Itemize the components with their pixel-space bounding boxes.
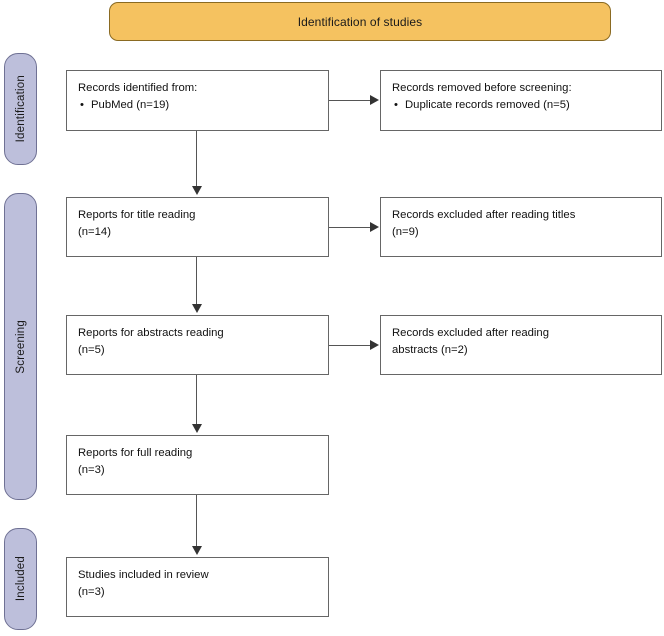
box-line-count: (n=14) (78, 226, 111, 238)
arrowhead-down-icon (192, 304, 202, 313)
box-reports-title-reading: Reports for title reading (n=14) (66, 197, 329, 257)
connector-title-to-excluded-titles (329, 227, 372, 228)
box-reports-full-reading: Reports for full reading (n=3) (66, 435, 329, 495)
arrowhead-right-icon (370, 95, 379, 105)
box-line-title: Records excluded after reading (392, 327, 549, 339)
stage-pill-included: Included (4, 528, 37, 630)
box-line-title: Records removed before screening: (392, 82, 572, 94)
box-line-bullet: PubMed (n=19) (78, 97, 317, 114)
connector-full-to-included (196, 495, 197, 548)
box-line-title: Reports for full reading (78, 447, 193, 459)
box-studies-included-review: Studies included in review (n=3) (66, 557, 329, 617)
arrowhead-down-icon (192, 424, 202, 433)
box-line-bullet: Duplicate records removed (n=5) (392, 97, 650, 114)
arrowhead-down-icon (192, 546, 202, 555)
box-line-count: abstracts (n=2) (392, 344, 468, 356)
connector-identified-to-removed (329, 100, 372, 101)
arrowhead-right-icon (370, 222, 379, 232)
box-records-removed: Records removed before screening: Duplic… (380, 70, 662, 131)
banner-label: Identification of studies (297, 14, 423, 29)
connector-identified-to-title (196, 131, 197, 188)
box-line-count: (n=9) (392, 226, 419, 238)
box-line-title: Studies included in review (78, 569, 209, 581)
box-records-identified: Records identified from: PubMed (n=19) (66, 70, 329, 131)
box-line-title: Records excluded after reading titles (392, 209, 576, 221)
box-line-title: Reports for title reading (78, 209, 196, 221)
arrowhead-right-icon (370, 340, 379, 350)
arrowhead-down-icon (192, 186, 202, 195)
box-line-title: Records identified from: (78, 82, 198, 94)
box-records-excluded-titles: Records excluded after reading titles (n… (380, 197, 662, 257)
box-line-count: (n=3) (78, 586, 105, 598)
identification-banner: Identification of studies (109, 2, 611, 41)
box-line-count: (n=3) (78, 464, 105, 476)
stage-label-included: Included (14, 556, 27, 602)
stage-pill-identification: Identification (4, 53, 37, 165)
connector-abstracts-to-full (196, 375, 197, 426)
box-reports-abstracts-reading: Reports for abstracts reading (n=5) (66, 315, 329, 375)
stage-label-screening: Screening (14, 319, 27, 374)
stage-label-identification: Identification (14, 75, 27, 143)
box-records-excluded-abstracts: Records excluded after reading abstracts… (380, 315, 662, 375)
box-line-title: Reports for abstracts reading (78, 327, 224, 339)
stage-pill-screening: Screening (4, 193, 37, 500)
connector-title-to-abstracts (196, 257, 197, 306)
box-line-count: (n=5) (78, 344, 105, 356)
connector-abstracts-to-excluded-abstracts (329, 345, 372, 346)
